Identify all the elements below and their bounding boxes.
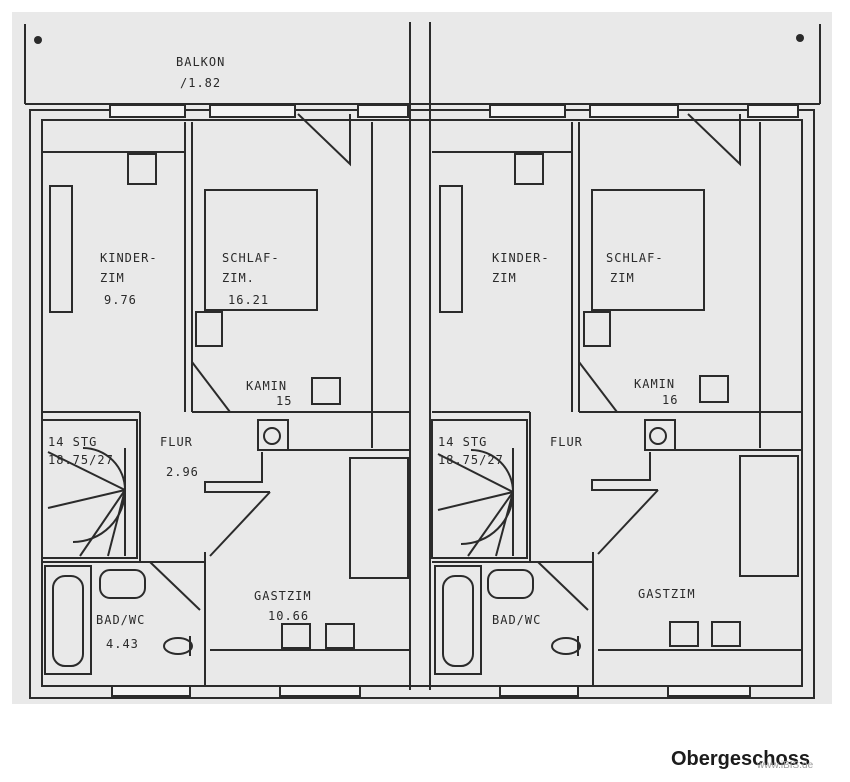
kinder-label-line2-right: ZIM [492, 271, 517, 285]
stair-label-line1: 14 STG [48, 435, 97, 449]
schlaf-label-line1: SCHLAF- [222, 251, 280, 265]
floor-plan-drawing: BALKON /1.82 KINDER- ZIM 9.76 SCHLAF- ZI… [12, 12, 832, 704]
schlaf-label-line1-right: SCHLAF- [606, 251, 664, 265]
flur-label-right: FLUR [550, 435, 583, 449]
kinder-label-line2: ZIM [100, 271, 125, 285]
corner-dot-right [796, 34, 804, 42]
schlaf-label-line2-right: ZIM [610, 271, 635, 285]
kinder-label-line1-right: KINDER- [492, 251, 550, 265]
gast-label-right: GASTZIM [638, 587, 696, 601]
schlaf-label-line2: ZIM. [222, 271, 255, 285]
flur-area: 2.96 [166, 465, 199, 479]
plan-paper [12, 12, 832, 704]
flur-label: FLUR [160, 435, 193, 449]
schlaf-area: 16.21 [228, 293, 269, 307]
gast-label: GASTZIM [254, 589, 312, 603]
balkon-area: /1.82 [180, 76, 221, 90]
kamin-label-right: KAMIN [634, 377, 675, 391]
bad-label-right: BAD/WC [492, 613, 541, 627]
kamin-number: 15 [276, 394, 292, 408]
kamin-number-right: 16 [662, 393, 678, 407]
wall-lines [24, 22, 821, 699]
bad-area: 4.43 [106, 637, 139, 651]
watermark: www.iBIS.de [757, 760, 814, 771]
stair-label-line1-right: 14 STG [438, 435, 487, 449]
kinder-label-line1: KINDER- [100, 251, 158, 265]
corner-dot-left [34, 36, 42, 44]
kinder-area: 9.76 [104, 293, 137, 307]
gast-area: 10.66 [268, 609, 309, 623]
stair-label-line2-right: 18.75/27 [438, 453, 504, 467]
kamin-label: KAMIN [246, 379, 287, 393]
bad-label: BAD/WC [96, 613, 145, 627]
balkon-label: BALKON [176, 55, 225, 69]
plan-caption: Obergeschoss [671, 748, 810, 770]
stair-label-line2: 18.75/27 [48, 453, 114, 467]
